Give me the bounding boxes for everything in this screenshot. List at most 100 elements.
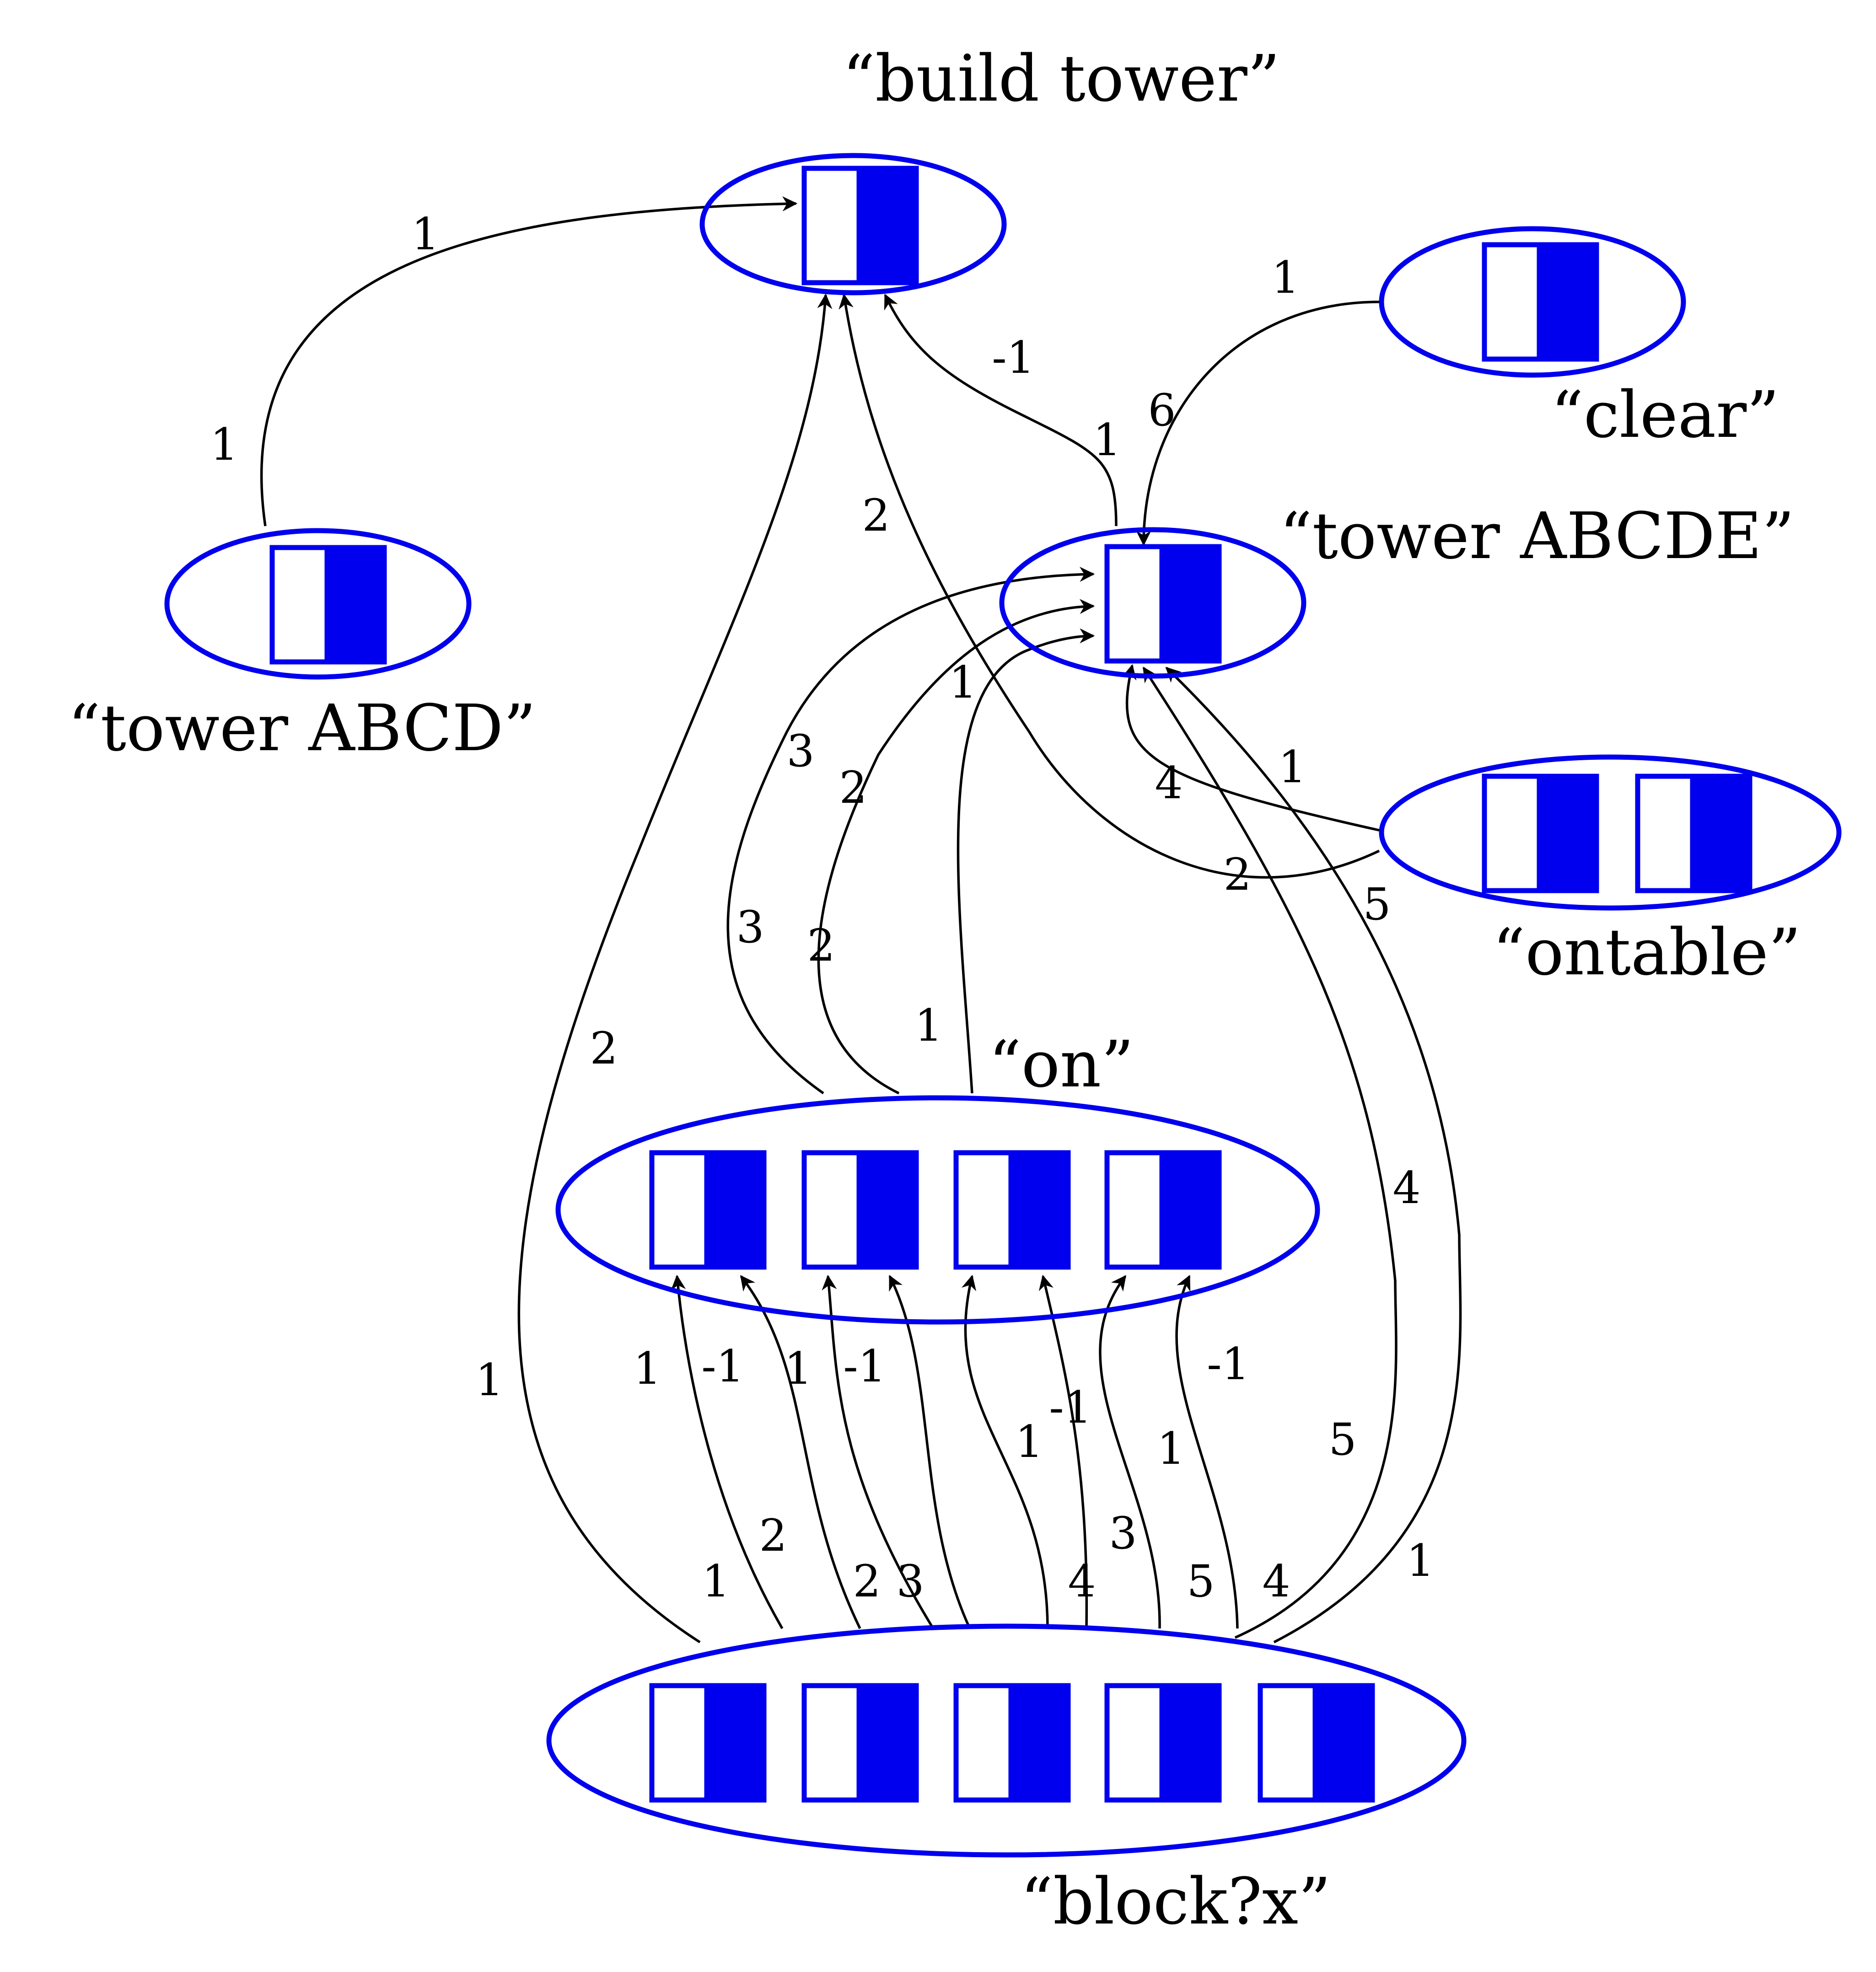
edge-label: 3 [1109,1508,1137,1559]
edge-on-3-to-tower-abcde [726,567,1095,1095]
edge-label: 2 [759,1510,787,1561]
edge-label: -1 [1049,1382,1092,1433]
edge-label: 1 [1406,1535,1434,1586]
unit-left [1104,1683,1165,1803]
label-ontable: “ontable” [1493,915,1801,990]
edge-ontable-to-tower-abcde [1122,664,1380,832]
edge-label: 6 [1148,385,1176,436]
unit-right [1008,1683,1071,1803]
label-tower-abcd: “tower ABCD” [68,691,536,766]
unit-right [1312,1683,1375,1803]
unit-right [704,1150,767,1270]
node-ellipse [164,528,472,680]
edge-block-x-to-build-tower [517,293,833,1644]
edge-label: 1 [633,1343,661,1394]
unit-right [324,545,387,665]
edge-label: -1 [701,1341,744,1392]
edge-ontable-to-build-tower [839,293,1380,879]
edge-label: 1 [702,1556,730,1607]
edge-label: 4 [1068,1556,1096,1607]
unit-left [1104,544,1165,664]
edge-label: 2 [862,490,890,541]
node-ontable [1379,754,1842,911]
edge-label: 2 [590,1023,618,1074]
unit-left [1258,1683,1318,1803]
edge-label: 1 [1157,1423,1185,1474]
edge-label: 2 [1223,849,1251,900]
edge-label: 5 [1328,1414,1356,1465]
unit-right [1537,242,1599,362]
edge-block-x-to-on-5 [961,1274,1049,1629]
unit-left [801,166,862,285]
edge-on-2-to-tower-abcde [817,599,1095,1095]
unit-left [801,1683,862,1803]
node-on [555,1095,1320,1325]
node-tower-abcde [999,527,1306,679]
unit-right [1159,1683,1222,1803]
label-block-x: “block?x” [1020,1865,1331,1939]
edge-label: 3 [786,725,814,777]
unit-left [1104,1150,1165,1270]
edge-label: 3 [896,1556,924,1607]
node-ellipse [1379,754,1842,911]
node-ellipse [699,153,1007,296]
edge-label: 1 [1278,742,1306,793]
edge-label: 1 [784,1343,812,1394]
edge-tower-abcd-to-build-tower [260,196,798,527]
unit-right [856,1683,919,1803]
edge-label: 1 [475,1354,503,1406]
edge-label: -1 [992,332,1035,383]
edge-label: 2 [807,920,835,971]
edge-label: 1 [210,419,238,470]
label-tower-abcde: “tower ABCDE” [1279,499,1795,574]
unit-right [704,1683,767,1803]
edge-block-x-1-to-tower-abcde [1165,666,1462,1644]
unit-left [269,545,330,665]
edge-label: 1 [1015,1416,1043,1467]
node-ellipse [555,1095,1320,1325]
unit-left [1482,242,1542,362]
unit-right [1690,774,1752,893]
node-build-tower [699,153,1007,296]
edge-tower-abcde-to-build-tower [884,294,1118,527]
edge-block-x-to-on-2 [740,1275,861,1629]
label-on: “on” [989,1027,1134,1102]
edge-label: 4 [1262,1556,1290,1607]
unit-left [649,1683,710,1803]
edge-label: -1 [1207,1338,1250,1390]
edge-label: 5 [1363,879,1391,930]
node-block-x [546,1623,1467,1858]
edge-label: 4 [1392,1162,1420,1214]
edge-clear-to-tower-abcde [1136,301,1380,546]
edge-label: -1 [843,1341,886,1392]
edges [260,196,1462,1644]
edge-label: 1 [1093,414,1121,466]
unit-left [801,1150,862,1270]
unit-left [1635,774,1695,893]
node-tower-abcd [164,528,472,680]
label-clear: “clear” [1551,378,1779,452]
unit-right [1537,774,1599,893]
node-ellipse [1379,226,1686,378]
node-ellipse [999,527,1306,679]
edge-on-1-to-tower-abcde [957,628,1095,1094]
edge-block-x-to-on-1 [671,1274,784,1629]
unit-left [1482,774,1542,893]
edge-label: 4 [1155,758,1183,809]
node-clear [1379,226,1686,378]
edge-block-x-to-on-7 [1099,1275,1161,1629]
edge-label: 1 [1271,252,1299,303]
edge-label: 1 [949,657,977,708]
edge-labels: 1 1 -1 1 6 1 2 1 2 3 2 1 3 2 1 4 1 2 5 4… [210,209,1434,1607]
unit-left [953,1150,1014,1270]
edge-label: 1 [784,1343,812,1394]
edge-label: 2 [839,762,867,813]
edge-block-x-to-on-8 [1175,1275,1239,1629]
label-build-tower: “build tower” [843,42,1280,116]
unit-right [1159,544,1222,664]
node-labels: “build tower” “clear” “tower ABCD” “towe… [68,42,1801,1939]
unit-left [649,1150,710,1270]
edge-label: 2 [853,1556,881,1607]
unit-right [1159,1150,1222,1270]
